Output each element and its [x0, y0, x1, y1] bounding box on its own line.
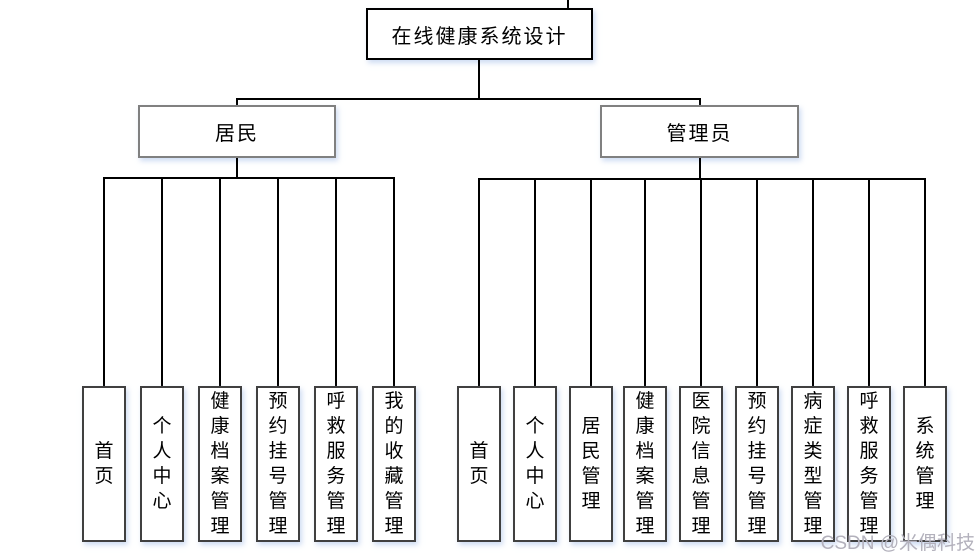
leaf-node-admin-home: 首页 — [457, 386, 501, 542]
connector-line-leaf-drop — [756, 178, 758, 387]
leaf-label: 健康档案管理 — [210, 391, 230, 537]
leaf-label: 预约挂号管理 — [268, 391, 288, 537]
connector-line-leaf-drop — [868, 178, 870, 387]
connector-line-admin-top — [699, 98, 701, 106]
connector-line-admin-stem — [699, 158, 701, 179]
connector-line-leaf-drop — [534, 178, 536, 387]
node-branch-admin-label: 管理员 — [666, 123, 733, 145]
leaf-label: 医院信息管理 — [691, 391, 711, 537]
leaf-label: 呼救服务管理 — [859, 391, 879, 537]
connector-line-leaf-drop — [924, 178, 926, 387]
node-branch-admin: 管理员 — [600, 105, 799, 158]
node-branch-resident-label: 居民 — [215, 123, 259, 145]
connector-line-resident-top — [236, 98, 238, 106]
connector-line-leaf-drop — [277, 177, 279, 387]
connector-line-resident-stem — [236, 158, 238, 178]
connector-line-leaf-drop — [478, 178, 480, 387]
leaf-node-resident-appointment: 预约挂号管理 — [256, 386, 300, 542]
leaf-label: 首页 — [469, 441, 489, 487]
node-root: 在线健康系统设计 — [366, 8, 593, 60]
connector-line-root-stem — [478, 60, 480, 99]
connector-line-split — [236, 98, 701, 100]
leaf-label: 健康档案管理 — [635, 391, 655, 537]
leaf-node-admin-personal-center: 个人中心 — [513, 386, 557, 542]
node-branch-resident: 居民 — [138, 105, 336, 158]
connector-line-leaf-drop — [335, 177, 337, 387]
connector-line-admin-rail — [478, 178, 926, 180]
connector-line-resident-rail — [103, 177, 395, 179]
leaf-label: 居民管理 — [581, 416, 601, 512]
leaf-node-admin-health-records: 健康档案管理 — [623, 386, 667, 542]
watermark: CSDN @米偶科技 — [820, 533, 975, 554]
leaf-label: 系统管理 — [915, 416, 935, 512]
leaf-node-resident-home: 首页 — [82, 386, 126, 542]
leaf-node-admin-disease-types: 病症类型管理 — [791, 386, 835, 542]
leaf-node-resident-health-records: 健康档案管理 — [198, 386, 242, 542]
node-root-label: 在线健康系统设计 — [391, 25, 568, 48]
connector-line-leaf-drop — [219, 177, 221, 387]
leaf-label: 预约挂号管理 — [747, 391, 767, 537]
leaf-label: 呼救服务管理 — [326, 391, 346, 537]
leaf-node-resident-favorites: 我的收藏管理 — [372, 386, 416, 542]
leaf-label: 首页 — [94, 441, 114, 487]
connector-line-leaf-drop — [393, 177, 395, 387]
connector-line-leaf-drop — [161, 177, 163, 387]
leaf-node-admin-system: 系统管理 — [903, 386, 947, 542]
leaf-node-admin-residents: 居民管理 — [569, 386, 613, 542]
connector-line-leaf-drop — [590, 178, 592, 387]
leaf-label: 我的收藏管理 — [384, 391, 404, 537]
connector-line-top-stray — [567, 0, 569, 9]
leaf-label: 病症类型管理 — [803, 391, 823, 537]
leaf-node-admin-appointment: 预约挂号管理 — [735, 386, 779, 542]
connector-line-leaf-drop — [103, 177, 105, 387]
leaf-node-resident-personal-center: 个人中心 — [140, 386, 184, 542]
connector-line-leaf-drop — [644, 178, 646, 387]
connector-line-leaf-drop — [812, 178, 814, 387]
leaf-node-admin-hospital-info: 医院信息管理 — [679, 386, 723, 542]
connector-line-leaf-drop — [700, 178, 702, 387]
leaf-label: 个人中心 — [525, 416, 545, 512]
leaf-label: 个人中心 — [152, 416, 172, 512]
leaf-node-resident-emergency-call: 呼救服务管理 — [314, 386, 358, 542]
leaf-node-admin-emergency-call: 呼救服务管理 — [847, 386, 891, 542]
